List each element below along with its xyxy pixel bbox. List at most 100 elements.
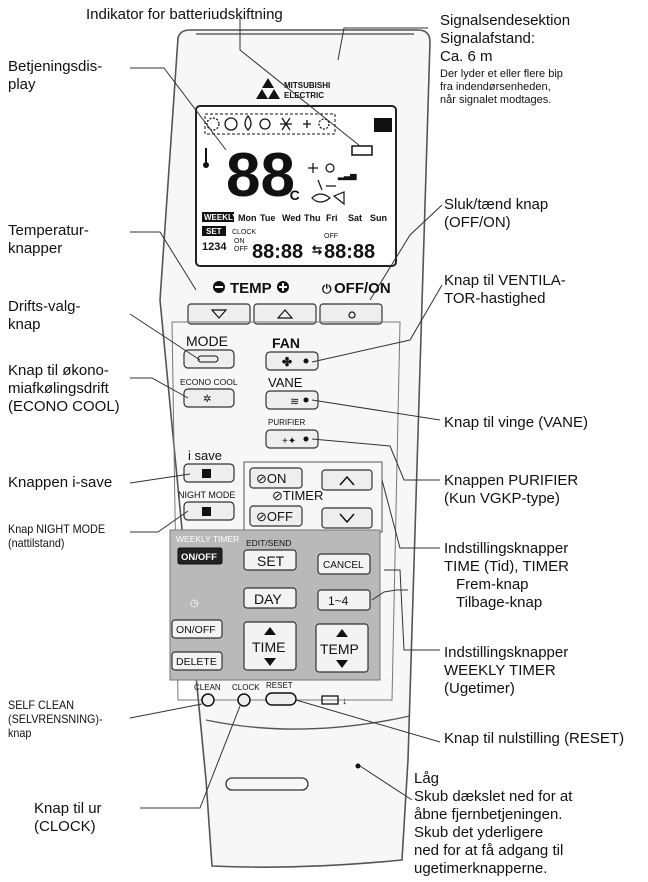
temp-up-button[interactable]	[253, 303, 317, 325]
temp-weekly-button[interactable]	[315, 623, 369, 673]
cancel-button[interactable]	[317, 553, 371, 575]
weekly-onoff-button[interactable]	[177, 547, 223, 565]
isave-label: i save	[188, 448, 222, 463]
time-left: 88:88	[252, 241, 303, 263]
label-selfclean-line2: (SELVRENSNING)-	[8, 712, 103, 726]
day-name: Wed	[282, 213, 301, 223]
label-signal-line3: Ca. 6 m	[440, 48, 493, 65]
set-button[interactable]	[243, 549, 297, 571]
schedule-onoff-button[interactable]	[171, 619, 223, 639]
label-reset: Knap til nulstilling (RESET)	[444, 730, 625, 747]
timer-forward-button[interactable]	[321, 469, 373, 491]
weekly-onoff-label: ON/OFF	[181, 552, 217, 563]
label-temp-buttons-line2: knapper	[8, 240, 63, 257]
label-mode-line2: knap	[8, 316, 41, 333]
mode-label: MODE	[186, 333, 228, 349]
set-tag: SET	[206, 227, 222, 236]
label-vane: Knap til vinge (VANE)	[444, 414, 588, 431]
mode-button[interactable]	[183, 349, 235, 369]
day-name: Sun	[370, 213, 387, 223]
temp-label: TEMP	[230, 280, 272, 297]
set-button-label: SET	[257, 553, 285, 569]
brand-logo	[256, 78, 280, 99]
econo-cool-button[interactable]	[183, 388, 235, 408]
timer-on-button[interactable]	[249, 467, 303, 489]
label-time-timer-line2: TIME (Tid), TIMER	[444, 558, 569, 575]
off-tag-right: OFF	[324, 233, 338, 240]
label-signal-line1: Signalsendesektion	[440, 12, 571, 29]
label-fan-line2: TOR-hastighed	[444, 290, 546, 307]
label-signal-note1: Der lyder et eller flere bip	[440, 68, 563, 80]
time-button[interactable]	[243, 621, 297, 671]
day-button[interactable]	[243, 587, 297, 609]
isave-icon	[202, 469, 211, 478]
lcd-display	[195, 105, 397, 267]
label-lid: Låg Skub dækslet ned for at åbne fjernbe…	[414, 770, 572, 878]
signal-icons	[374, 118, 392, 132]
range-button[interactable]	[317, 589, 371, 611]
night-mode-icon	[202, 507, 211, 516]
label-time-timer: Indstillingsknapper TIME (Tid), TIMER Fr…	[444, 540, 569, 612]
label-lid-line1: Låg	[414, 770, 440, 787]
day-name: Sat	[348, 213, 362, 223]
fan-label: FAN	[272, 335, 300, 351]
vane-button[interactable]	[265, 390, 319, 410]
purifier-button[interactable]	[265, 429, 319, 449]
label-temp-buttons-line1: Temperatur-	[8, 222, 89, 239]
clock-tag: CLOCK	[232, 229, 256, 236]
timer-down-icon	[339, 513, 355, 524]
timer-off-button[interactable]	[249, 505, 303, 527]
label-night-line2: (nattilstand)	[8, 536, 65, 550]
day-name: Fri	[326, 213, 338, 223]
temp-weekly-label: TEMP	[320, 641, 359, 657]
timer-back-button[interactable]	[321, 507, 373, 529]
reset-button[interactable]	[265, 692, 297, 706]
label-fan: Knap til VENTILA- TOR-hastighed	[444, 272, 566, 308]
delete-button[interactable]	[171, 651, 223, 671]
battery-indicator-icon	[351, 145, 373, 156]
label-clock: Knap til ur (CLOCK)	[34, 800, 102, 836]
thermometer-bulb	[203, 162, 209, 168]
off-tag: OFF	[234, 246, 248, 253]
time-right: 88:88	[324, 241, 375, 263]
weekly-tag: WEEKLY	[204, 213, 238, 222]
mode-icons-box	[204, 113, 336, 135]
clock-button[interactable]	[237, 693, 251, 707]
temp-down-button[interactable]	[187, 303, 251, 325]
down-arrow-icon	[210, 309, 228, 319]
label-signal-note3: når signalet modtages.	[440, 94, 552, 106]
offon-label: OFF/ON	[334, 280, 391, 297]
label-lid-line3: åbne fjernbetjeningen.	[414, 806, 563, 823]
mode-icons	[206, 114, 330, 131]
night-mode-label: NIGHT MODE	[178, 490, 235, 500]
offon-button[interactable]	[319, 303, 383, 325]
purifier-button-dot	[303, 436, 309, 442]
timer-on-label: ⊘ON	[256, 471, 286, 486]
vane-icon: ≋	[290, 396, 299, 408]
label-selfclean: SELF CLEAN (SELVRENSNING)- knap	[8, 698, 103, 740]
label-econo-line1: Knap til økono-	[8, 362, 109, 379]
offon-button-dot	[348, 311, 356, 319]
econo-cool-label: ECONO COOL	[180, 377, 238, 387]
set-tag-box	[202, 226, 226, 236]
purifier-icon: +✦	[282, 436, 296, 447]
leader-lines	[129, 17, 443, 809]
time-up-icon	[264, 627, 276, 635]
fan-icon: ✤	[282, 355, 292, 369]
fan-vane-status-icons	[308, 163, 345, 206]
clean-button[interactable]	[201, 693, 215, 707]
label-time-timer-line3: Frem-knap	[456, 576, 529, 593]
day-name: Tue	[260, 213, 275, 223]
time-down-icon	[264, 658, 276, 666]
label-econo-line2: miafkølingsdrift	[8, 380, 109, 397]
label-weekly-line2: WEEKLY TIMER	[444, 662, 556, 679]
time-button-label: TIME	[252, 639, 285, 655]
label-mode: Drifts-valg- knap	[8, 298, 81, 334]
timer-label: ⊘TIMER	[272, 488, 323, 503]
lid-edge	[205, 715, 411, 730]
fan-button-dot	[303, 358, 309, 364]
timer-up-icon	[339, 475, 355, 486]
schedule-onoff-label: ON/OFF	[176, 624, 216, 636]
arrow-glyph: ⇆	[312, 243, 322, 257]
